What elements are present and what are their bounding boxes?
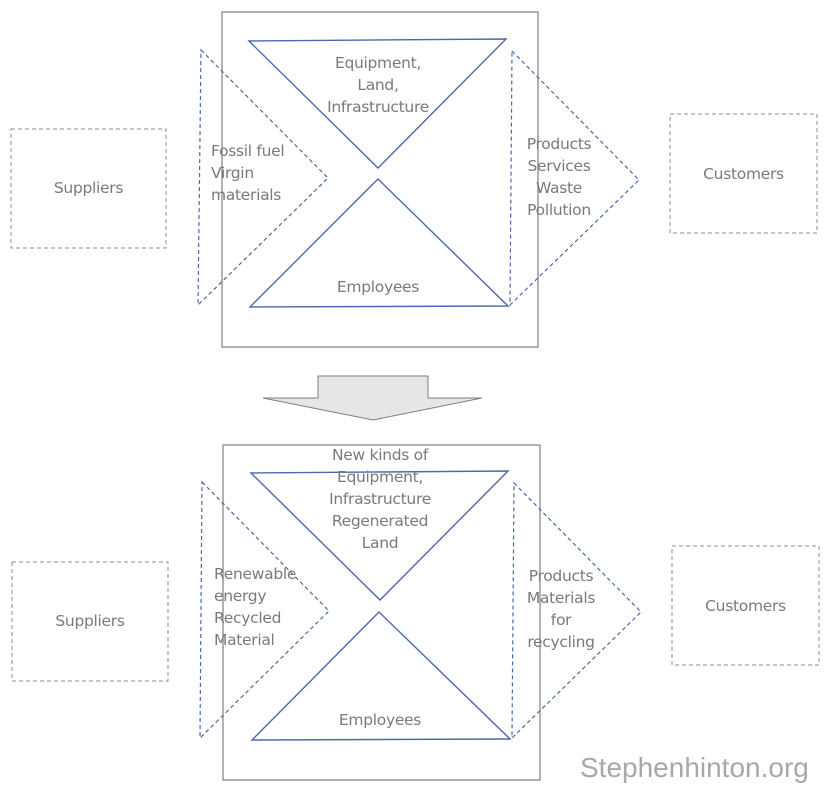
- employees-triangle-after: [250, 611, 512, 741]
- customers-box-after: [671, 545, 820, 666]
- customers-label-after: Customers: [705, 597, 786, 615]
- transition-arrow: [262, 375, 483, 421]
- outputs-label-after: Products Materials for recycling: [526, 567, 596, 651]
- inputs-flow-arrow-after: [199, 480, 330, 740]
- assets-label-after: New kinds of Equipment, Infrastructure R…: [329, 446, 431, 552]
- employees-triangle-before: [248, 178, 510, 308]
- suppliers-box-before: [10, 128, 167, 249]
- suppliers-box-after: [11, 561, 169, 682]
- assets-triangle-before: [247, 38, 508, 169]
- inputs-label-after: Renewable energy Recycled Material: [214, 565, 297, 649]
- organization-box-before: [221, 11, 539, 348]
- assets-triangle-after: [249, 470, 510, 601]
- suppliers-label-before: Suppliers: [53, 179, 124, 197]
- outputs-label-before: Products Services Waste Pollution: [526, 135, 592, 219]
- organization-box-after: [222, 444, 541, 781]
- suppliers-label-after: Suppliers: [55, 612, 125, 630]
- customers-box-before: [669, 113, 818, 234]
- customers-label-before: Customers: [703, 165, 784, 183]
- assets-label-before: Equipment, Land, Infrastructure: [327, 54, 429, 116]
- employees-label-after: Employees: [338, 711, 422, 729]
- employees-label-before: Employees: [336, 278, 420, 296]
- watermark: Stephenhinton.org: [580, 752, 809, 783]
- inputs-label-before: Fossil fuel Virgin materials: [211, 142, 285, 204]
